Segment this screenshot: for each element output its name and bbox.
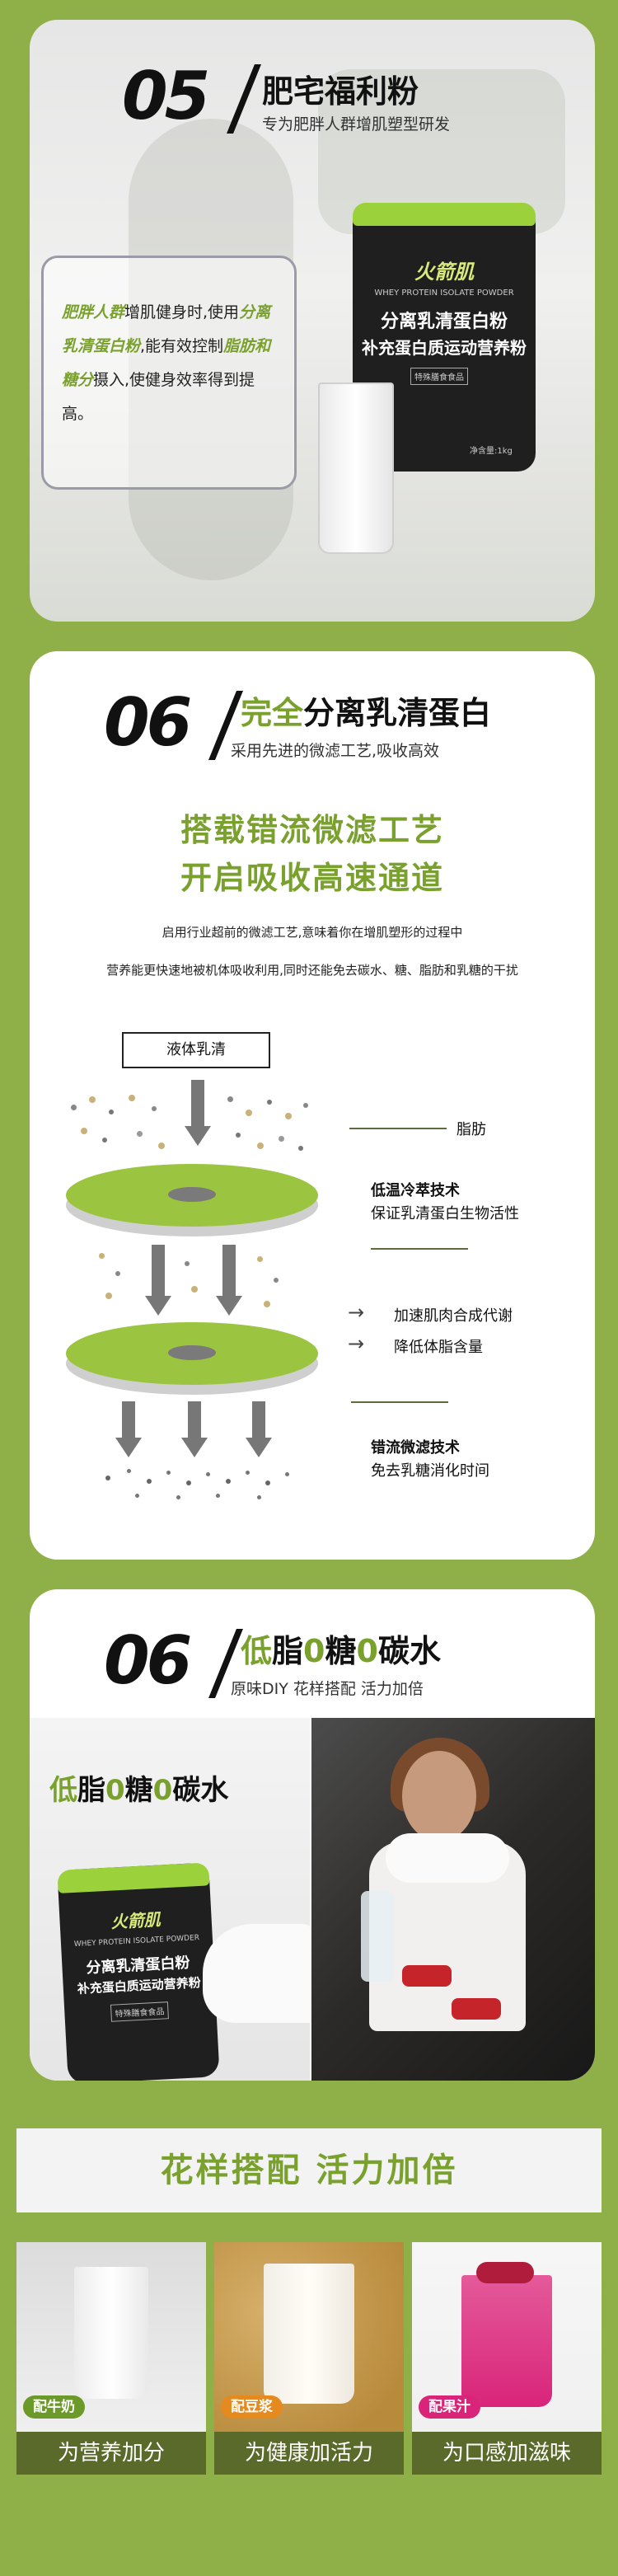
info-highlight: 肥胖人群 [62,303,125,321]
filter-disc-bottom [66,1322,318,1385]
title-part: 0 [356,1633,378,1669]
annotation-speed: 加速肌肉合成代谢 [394,1307,513,1325]
athlete-head [402,1751,476,1842]
description-1: 启用行业超前的微滤工艺,意味着你在增肌塑形的过程中 [162,925,463,940]
section-number: 06 [104,684,192,761]
product-en-label: WHEY PROTEIN ISOLATE POWDER [73,1934,200,1950]
description-2: 营养能更快速地被机体吸收利用,同时还能免去碳水、糖、脂肪和乳糖的干扰 [106,963,518,978]
info-box: 肥胖人群增肌健身时,使用分离乳清蛋白粉,能有效控制脂肪和糖分摄入,使健身效率得到… [41,256,297,490]
section-subtitle: 采用先进的微滤工艺,吸收高效 [231,742,440,760]
section-subtitle: 原味DIY 花样搭配 活力加倍 [231,1680,424,1698]
photo-headline-part: 低 [49,1774,77,1807]
info-highlight: 分离乳清蛋白粉 [62,303,271,355]
mix-badge: 配果汁 [419,2395,480,2419]
flow-arrow-icon [185,1080,211,1146]
berries [476,2262,534,2283]
flow-arrow-icon [145,1245,171,1317]
title-part: 碳水 [377,1633,441,1669]
section-number: 05 [122,58,210,134]
mix-caption: 为健康加活力 [214,2432,404,2475]
title-part: 0 [303,1633,325,1669]
flow-arrow-icon [115,1401,142,1459]
dumbbell [402,1965,452,1987]
section-title: 完全分离乳清蛋白 [241,687,491,733]
brand-logo: 火箭肌 [110,1909,162,1932]
product-name: 分离乳清蛋白粉 [86,1954,190,1978]
annotation-line [349,1128,447,1129]
filter-disc-top [66,1164,318,1227]
annotation-line [371,1248,468,1250]
towel [386,1833,509,1883]
title-text: 分离乳清蛋白 [303,695,492,731]
headline-2: 开启吸收高速通道 [180,860,444,896]
tile-juice: 配果汁 为口感加滋味 [412,2242,602,2475]
info-text: 摄入,使健身效率得到提高。 [62,371,255,423]
flow-arrow-icon [181,1401,208,1459]
tile-milk: 配牛奶 为营养加分 [16,2242,206,2475]
jar-lid [57,1862,210,1893]
mix-caption: 为营养加分 [16,2432,206,2475]
mix-caption: 为口感加滋味 [412,2432,602,2475]
product-jar: 火箭肌 WHEY PROTEIN ISOLATE POWDER 分离乳清蛋白粉 … [353,203,536,472]
divider-slash [227,64,261,134]
product-name: 分离乳清蛋白粉 [380,312,508,332]
title-highlight: 完全 [241,695,304,731]
photo-headline-part: 碳水 [172,1774,229,1807]
annotation-bold: 错流微滤技术 [371,1439,460,1457]
title-part: 糖 [325,1633,357,1669]
photo-headline-part: 0 [152,1774,173,1807]
annotation-line [351,1401,448,1403]
juice-glass [461,2275,552,2407]
section-06-whey-card: 06 完全分离乳清蛋白 采用先进的微滤工艺,吸收高效 搭载错流微滤工艺 开启吸收… [30,651,595,1560]
net-weight: 净含量:1kg [470,447,513,456]
product-tag: 特殊膳食食品 [410,368,468,385]
athlete-photo [311,1718,595,2081]
photo-headline-part: 0 [105,1774,125,1807]
info-text: ,能有效控制 [140,337,224,355]
water-bottle [361,1891,394,1982]
photo-headline-part: 脂 [77,1774,105,1807]
title-part: 低 [241,1633,273,1669]
product-en-label: WHEY PROTEIN ISOLATE POWDER [374,289,514,298]
jar-lid [353,203,536,226]
title-part: 脂 [272,1633,304,1669]
annotation-fat: 脂肪 [456,1121,486,1138]
section-title: 低脂0糖0碳水 [241,1626,441,1671]
soymilk-glass [264,2264,354,2404]
photo-headline: 低脂0糖0碳水 [49,1767,228,1808]
mix-badge: 配豆浆 [221,2395,283,2419]
section-06-low-fat-card: 06 低脂0糖0碳水 原味DIY 花样搭配 活力加倍 低脂0糖0碳水 火箭肌 W… [30,1589,595,2081]
section-05-card: 05 肥宅福利粉 专为肥胖人群增肌塑型研发 肥胖人群增肌健身时,使用分离乳清蛋白… [30,20,595,622]
info-highlight: 脂肪和糖分 [62,337,271,389]
annotation-low-temp-title: 低温冷萃技术 [371,1179,460,1200]
section-subtitle: 专为肥胖人群增肌塑型研发 [262,115,451,134]
info-text: 增肌健身时,使用 [124,303,240,321]
milk-glass [74,2267,148,2399]
milk-glass [318,382,394,554]
section-title: 肥宅福利粉 [262,73,419,110]
section-number: 06 [104,1622,192,1699]
photo-headline-part: 糖 [124,1774,153,1807]
product-jar: 火箭肌 WHEY PROTEIN ISOLATE POWDER 分离乳清蛋白粉 … [57,1862,220,2081]
product-subname: 补充蛋白质运动营养粉 [362,338,527,358]
arrow-right-icon: → [348,1332,365,1355]
product-tag: 特殊膳食食品 [110,2001,169,2022]
arrow-right-icon: → [348,1301,365,1324]
dumbbell [452,1998,501,2020]
product-photo: 低脂0糖0碳水 火箭肌 WHEY PROTEIN ISOLATE POWDER … [30,1718,318,2081]
annotation-cross-text: 免去乳糖消化时间 [371,1462,489,1480]
headline-1: 搭载错流微滤工艺 [180,812,444,848]
annotation-reduce: 降低体脂含量 [394,1339,483,1356]
tile-soymilk: 配豆浆 为健康加活力 [214,2242,404,2475]
brand-logo: 火箭肌 [414,260,474,284]
flow-arrow-icon [246,1401,272,1459]
flow-arrow-icon [216,1245,242,1317]
liquid-whey-label: 液体乳清 [122,1032,270,1068]
mix-title: 花样搭配 活力加倍 [16,2128,602,2212]
annotation-low-temp-text: 保证乳清蛋白生物活性 [371,1205,519,1222]
milk-splash [203,1924,318,2023]
annotation-bold: 低温冷萃技术 [371,1182,460,1199]
annotation-cross-title: 错流微滤技术 [371,1436,460,1457]
mix-badge: 配牛奶 [23,2395,85,2419]
